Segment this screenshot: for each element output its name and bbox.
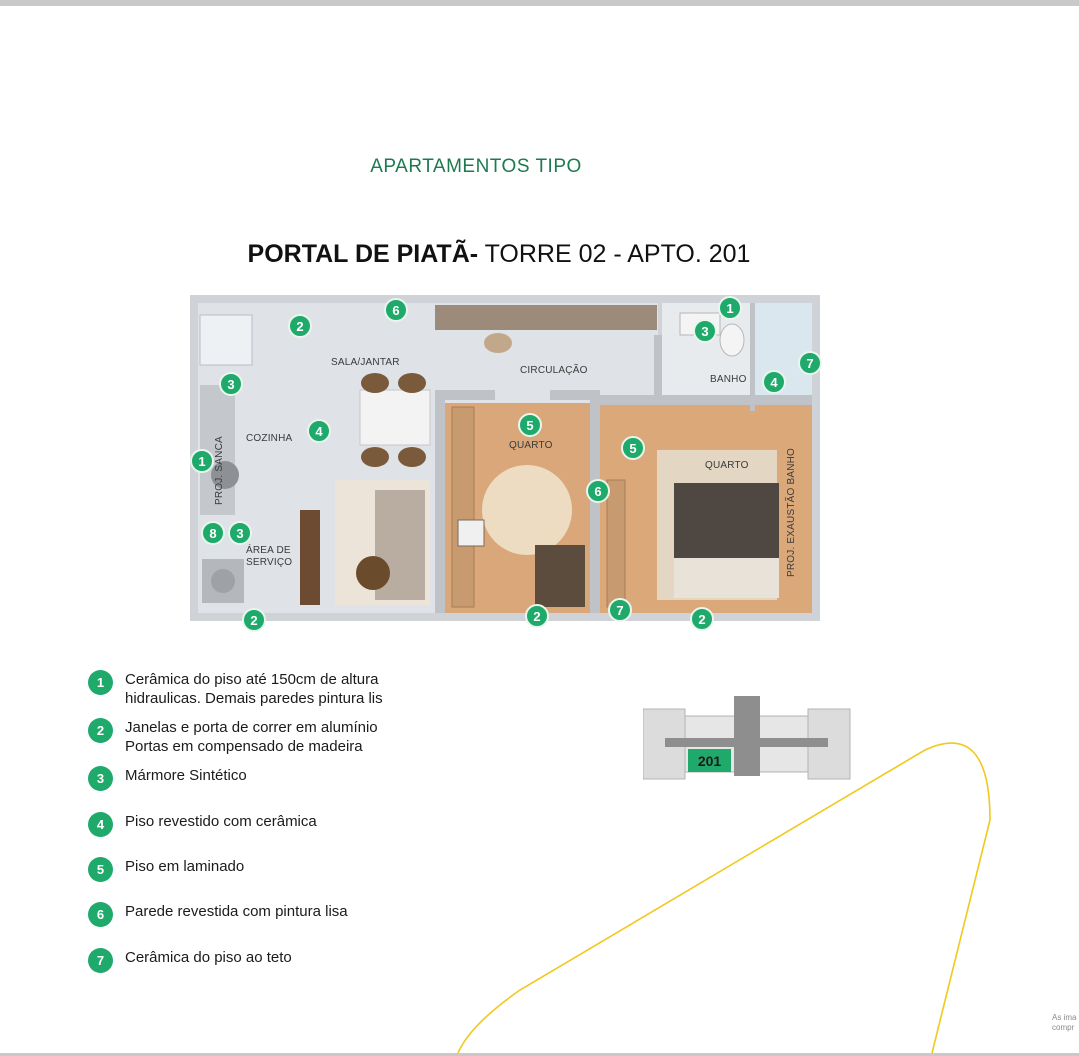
- legend-number: 1: [88, 670, 113, 695]
- plan-marker: 3: [219, 372, 243, 396]
- plan-marker: 2: [288, 314, 312, 338]
- plan-marker: 7: [608, 598, 632, 622]
- legend-line: Portas em compensado de madeira: [125, 738, 363, 755]
- legend-number: 3: [88, 766, 113, 791]
- legend-number: 4: [88, 812, 113, 837]
- plan-marker: 5: [518, 413, 542, 437]
- plan-marker: 1: [718, 296, 742, 320]
- legend-line: Cerâmica do piso até 150cm de altura: [125, 671, 379, 688]
- floor-plan: SALA/JANTAR CIRCULAÇÃO BANHO COZINHA QUA…: [190, 295, 822, 632]
- legend-line: hidraulicas. Demais paredes pintura lis: [125, 690, 383, 707]
- tv-panel: [300, 510, 320, 605]
- core: [734, 696, 760, 776]
- legend-item: 6 Parede revestida com pintura lisa: [88, 902, 348, 927]
- plan-marker: 3: [228, 521, 252, 545]
- legend-item: 1 Cerâmica do piso até 150cm de altura h…: [88, 670, 383, 708]
- bedside-1: [457, 519, 485, 547]
- legend-text: Piso em laminado: [125, 858, 245, 875]
- legend-item: 2 Janelas e porta de correr em alumínio …: [88, 718, 378, 756]
- legend-number: 5: [88, 857, 113, 882]
- label-banho: BANHO: [710, 374, 747, 385]
- label-quarto-1: QUARTO: [509, 440, 553, 451]
- label-cozinha: COZINHA: [246, 433, 293, 444]
- legend-text: Janelas e porta de correr em alumínio Po…: [125, 718, 378, 756]
- bed-2-cover: [674, 483, 779, 558]
- legend-item: 3 Mármore Sintético: [88, 766, 247, 791]
- plan-marker: 4: [762, 370, 786, 394]
- legend-text: Parede revestida com pintura lisa: [125, 903, 348, 920]
- wall-5: [600, 395, 812, 405]
- legend-text: Cerâmica do piso ao teto: [125, 949, 292, 966]
- laundry-drum: [211, 569, 235, 593]
- label-sala-jantar: SALA/JANTAR: [331, 357, 400, 368]
- floor-plan-drawing: [190, 295, 820, 621]
- legend-text: Mármore Sintético: [125, 767, 247, 784]
- legend-number: 6: [88, 902, 113, 927]
- stove: [211, 461, 239, 489]
- label-circulacao: CIRCULAÇÃO: [520, 365, 588, 376]
- key-plan-drawing: [642, 696, 851, 780]
- legend-number: 2: [88, 718, 113, 743]
- legend-text: Piso revestido com cerâmica: [125, 813, 317, 830]
- curve-line: [457, 742, 991, 1054]
- bottom-border: [0, 1053, 1079, 1056]
- unit-201-highlight: [688, 749, 731, 772]
- wall-3: [445, 390, 495, 400]
- dining-table: [359, 389, 431, 446]
- plan-marker: 1: [190, 449, 214, 473]
- legend-item: 4 Piso revestido com cerâmica: [88, 812, 317, 837]
- legend-item: 5 Piso em laminado: [88, 857, 244, 882]
- desk-chair: [484, 333, 512, 353]
- plan-marker: 2: [690, 607, 714, 631]
- chair-1: [361, 373, 389, 393]
- plan-marker: 4: [307, 419, 331, 443]
- page-title: PORTAL DE PIATÃ- TORRE 02 - APTO. 201: [0, 240, 998, 269]
- wall-7: [750, 303, 755, 411]
- chair-3: [361, 447, 389, 467]
- plan-marker: 6: [384, 298, 408, 322]
- label-area-servico-2: SERVIÇO: [246, 557, 293, 568]
- label-quarto-2: QUARTO: [705, 460, 749, 471]
- footnote-line: As ima: [1052, 1013, 1077, 1022]
- plan-marker: 7: [798, 351, 822, 375]
- wall-1: [435, 390, 445, 613]
- plan-marker: 6: [586, 479, 610, 503]
- plan-marker: 8: [201, 521, 225, 545]
- plan-marker: 3: [693, 319, 717, 343]
- wardrobe-1: [451, 406, 475, 608]
- key-plan: 201: [642, 696, 851, 780]
- legend-item: 7 Cerâmica do piso ao teto: [88, 948, 292, 973]
- bed-1: [535, 545, 585, 607]
- chair-2: [398, 373, 426, 393]
- legend-line: Janelas e porta de correr em alumínio: [125, 719, 378, 736]
- plan-marker: 5: [621, 436, 645, 460]
- legend-text: Cerâmica do piso até 150cm de altura hid…: [125, 670, 383, 708]
- title-bold: PORTAL DE PIATÃ-: [247, 240, 479, 268]
- coffee-table: [356, 556, 390, 590]
- plan-marker: 2: [242, 608, 266, 632]
- footnote: As ima compr: [1052, 1013, 1076, 1033]
- plan-marker: 2: [525, 604, 549, 628]
- bed-2-base: [674, 558, 779, 598]
- footnote-line: compr: [1052, 1023, 1075, 1032]
- wall-4: [550, 390, 600, 400]
- top-border: [0, 0, 1079, 6]
- toilet: [719, 323, 745, 357]
- chair-4: [398, 447, 426, 467]
- desk-strip: [435, 305, 657, 330]
- wall-6: [654, 335, 662, 405]
- section-title: APARTAMENTOS TIPO: [370, 156, 582, 177]
- unit-label: 201: [697, 752, 722, 769]
- fridge: [199, 314, 253, 366]
- label-area-servico-1: ÁREA DE: [246, 545, 291, 556]
- legend-number: 7: [88, 948, 113, 973]
- title-regular: TORRE 02 - APTO. 201: [478, 240, 751, 268]
- round-rug: [482, 465, 572, 555]
